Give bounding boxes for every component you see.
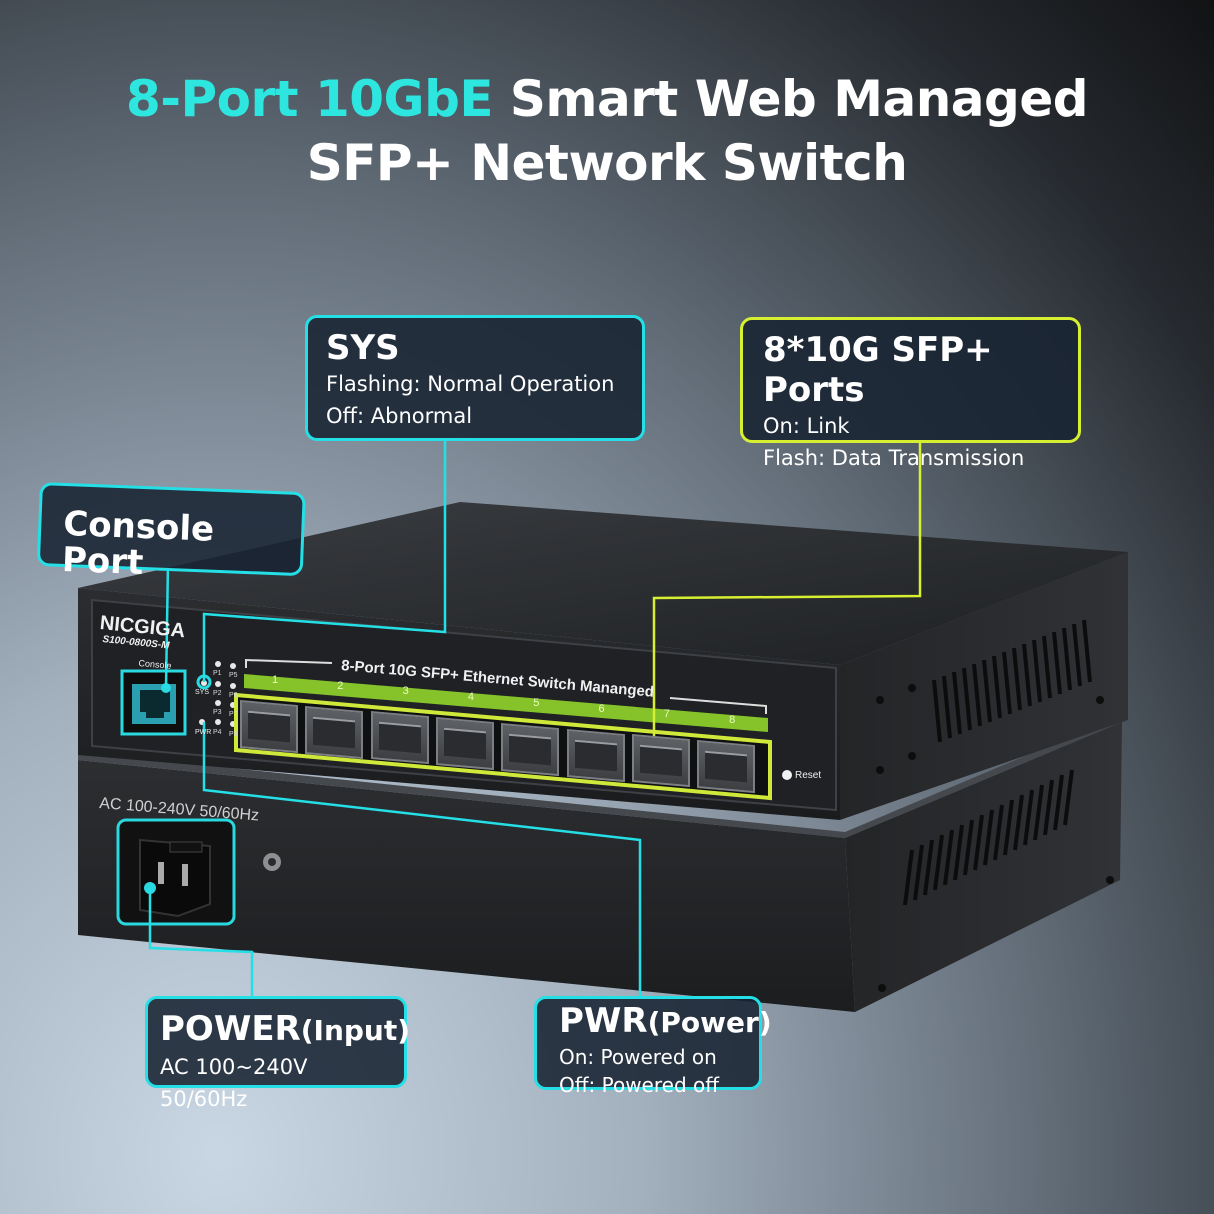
led-label-p1: P1 — [213, 670, 222, 677]
lower-chassis — [78, 715, 1122, 1012]
callout-sys-line-1: Flashing: Normal Operation — [326, 372, 615, 396]
pwr-led-label: PWR — [195, 729, 212, 736]
callout-pwr-line-1: On: Powered on — [559, 1045, 717, 1069]
sfp-port-slot — [248, 710, 290, 743]
headline-accent: 8-Port 10GbE — [125, 70, 494, 128]
callout-sfp-ports: 8*10G SFP+ Ports On: Link Flash: Data Tr… — [740, 317, 1081, 470]
headline-line-1: 8-Port 10GbE Smart Web Managed — [0, 70, 1214, 128]
callout-pwr-line-2: Off: Powered off — [559, 1073, 720, 1097]
sfp-port-slot — [639, 745, 682, 777]
sfp-port-slot — [509, 733, 552, 766]
callout-power-line: AC 100~240V 50/60Hz — [160, 1055, 308, 1111]
callout-pwr-led: PWR(Power) On: Powered on Off: Powered o… — [534, 996, 772, 1097]
callout-sys-line-2: Off: Abnormal — [326, 404, 473, 428]
port-number-label: 2 — [337, 679, 344, 692]
callout-power-title-main: POWER — [160, 1009, 301, 1049]
callout-power-input: POWER(Input) AC 100~240V 50/60Hz — [145, 996, 410, 1111]
callout-sys: SYS Flashing: Normal Operation Off: Abno… — [305, 315, 645, 441]
ground-screw-icon — [263, 853, 281, 871]
led-label-p5: P5 — [229, 672, 238, 679]
sfp-port-slot — [313, 716, 356, 749]
sfp-port-slot — [574, 739, 617, 772]
led-label-p6: P6 — [229, 691, 238, 699]
callout-power-title: POWER(Input) — [160, 1009, 410, 1051]
port-number-label: 1 — [272, 674, 279, 686]
callout-console-port: Console Port — [36, 482, 306, 583]
led-label-p7: P7 — [229, 711, 238, 718]
sfp-port-slot — [443, 727, 486, 760]
led-label-p2: P2 — [213, 689, 222, 697]
sfp-port-4 — [435, 717, 494, 771]
sys-led-label: SYS — [195, 689, 210, 696]
upper-side-vents — [932, 619, 1092, 743]
callout-console-title: Console Port — [61, 503, 215, 584]
callout-sfp-line-2: Flash: Data Transmission — [763, 446, 1025, 470]
led-label-p3: P3 — [213, 709, 222, 716]
reset-button — [782, 770, 792, 780]
reset-label: Reset — [795, 770, 822, 781]
headline-rest: Smart Web Managed — [493, 70, 1089, 128]
callout-sfp-title: 8*10G SFP+ Ports — [763, 330, 993, 410]
port-number-label: 3 — [402, 685, 409, 698]
sfp-port-7 — [631, 734, 690, 788]
led-label-p4: P4 — [213, 728, 222, 736]
sfp-port-6 — [566, 728, 625, 782]
port-number-label: 6 — [598, 702, 605, 715]
ac-inlet — [116, 818, 236, 926]
sfp-port-3 — [370, 711, 429, 765]
connector-lines — [148, 441, 922, 996]
headline-line-2: SFP+ Network Switch — [306, 134, 908, 192]
sfp-port-slot — [378, 722, 421, 754]
callout-sys-title: SYS — [326, 328, 400, 368]
port-number-label: 8 — [729, 714, 736, 727]
port-number-label: 5 — [533, 696, 540, 709]
port-number-label: 4 — [467, 691, 475, 704]
port-number-label: 7 — [663, 708, 670, 721]
console-port — [120, 669, 187, 736]
led-label-p8: P8 — [229, 730, 238, 738]
sfp-port-8 — [697, 740, 756, 794]
sfp-port-5 — [501, 722, 560, 777]
callout-pwr-title: PWR(Power) — [559, 1001, 772, 1043]
callout-power-title-small: (Input) — [300, 1014, 411, 1047]
callout-pwr-title-main: PWR — [559, 1001, 648, 1041]
sfp-port-1 — [240, 700, 298, 754]
sfp-port-2 — [305, 705, 364, 759]
sfp-port-slot — [705, 750, 748, 783]
callout-sfp-line-1: On: Link — [763, 414, 850, 438]
callout-pwr-title-small: (Power) — [647, 1006, 772, 1039]
lower-side-vents — [903, 769, 1074, 906]
